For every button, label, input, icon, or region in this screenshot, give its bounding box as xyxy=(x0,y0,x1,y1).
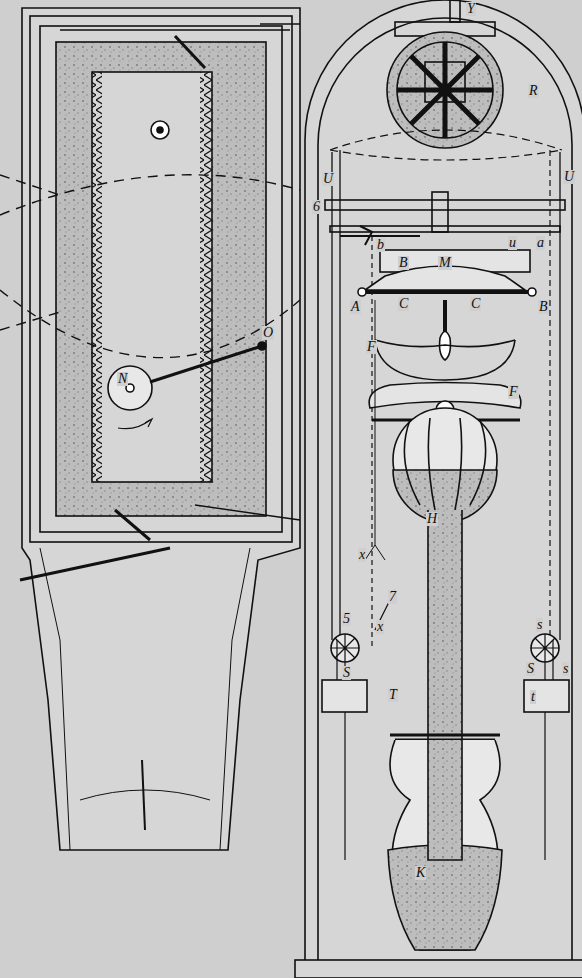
callout-letter: s xyxy=(536,618,543,632)
front-view xyxy=(295,0,582,978)
callout-letter: A xyxy=(350,300,361,314)
callout-letter: 6 xyxy=(312,200,321,214)
callout-letter: K xyxy=(415,866,426,880)
callout-letter: u xyxy=(508,236,517,250)
callout-letter: b xyxy=(376,238,385,252)
callout-letter: T xyxy=(388,688,398,702)
callout-letter: U xyxy=(322,172,334,186)
callout-letter: a xyxy=(536,236,545,250)
callout-letter: M xyxy=(438,256,452,270)
callout-letter: R xyxy=(528,84,539,98)
callout-letter: t xyxy=(530,690,536,704)
callout-letter: 7 xyxy=(388,590,397,604)
callout-letter: 5 xyxy=(342,612,351,626)
callout-letter: x xyxy=(376,620,384,634)
callout-letter: O xyxy=(262,326,274,340)
callout-letter: s xyxy=(562,662,569,676)
callout-letter: C xyxy=(398,297,409,311)
callout-letter: C xyxy=(470,297,481,311)
callout-letter: N xyxy=(117,372,128,386)
callout-letter: F xyxy=(366,340,377,354)
callout-letter: Y xyxy=(466,2,476,16)
callout-letter: H xyxy=(426,512,438,526)
side-view xyxy=(0,8,300,850)
callout-letter: U xyxy=(563,170,575,184)
callout-letter: F xyxy=(508,385,519,399)
callout-letter: B xyxy=(398,256,409,270)
callout-letter: S xyxy=(342,666,351,680)
callout-letter: B xyxy=(538,300,549,314)
callout-letter: x xyxy=(358,548,366,562)
callout-letter: S xyxy=(526,662,535,676)
